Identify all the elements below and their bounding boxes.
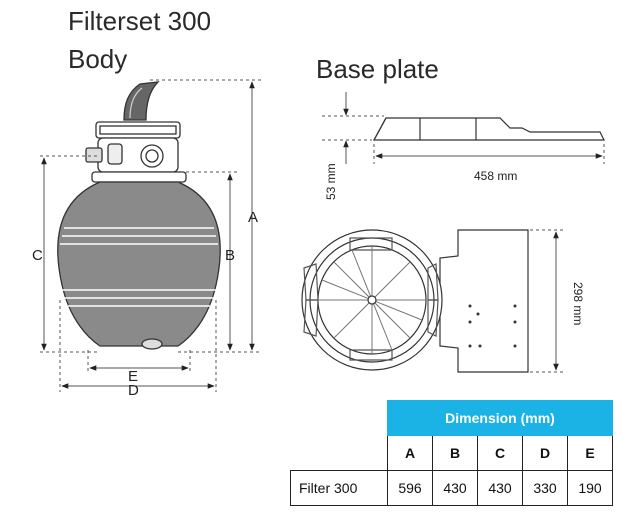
base-plate-side-dimensions: [322, 92, 605, 164]
table-corner-2: [291, 436, 388, 471]
label-d: D: [128, 382, 139, 399]
value-e: 190: [567, 470, 613, 506]
value-d: 330: [522, 470, 568, 506]
base-height-label: 53 mm: [324, 163, 338, 200]
base-plate-title: Base plate: [316, 54, 439, 84]
value-c: 430: [477, 470, 523, 506]
value-a: 596: [387, 470, 433, 506]
body-dimension-lines: [40, 79, 262, 392]
value-b: 430: [432, 470, 478, 506]
column-c: C: [477, 435, 523, 471]
filter-body-drawing: [57, 81, 221, 350]
label-c: C: [32, 247, 43, 264]
table-corner: [291, 401, 388, 436]
base-plate-side-view: [372, 117, 605, 141]
dimension-table: Dimension (mm) A B C D E Filter 300 596 …: [290, 400, 613, 506]
base-length-label: 458 mm: [474, 169, 517, 183]
column-d: D: [522, 435, 568, 471]
column-e: E: [567, 435, 613, 471]
column-a: A: [387, 435, 433, 471]
base-depth-label: 298 mm: [571, 282, 585, 325]
table-header: Dimension (mm): [387, 400, 613, 436]
label-b: B: [225, 247, 235, 264]
row-label: Filter 300: [290, 470, 388, 506]
product-title: Filterset 300: [68, 6, 212, 36]
label-a: A: [248, 209, 258, 226]
base-plate-top-dimensions: [530, 229, 566, 373]
label-e: E: [128, 368, 138, 385]
table-row: Filter 300 596 430 430 330 190: [290, 470, 613, 506]
base-plate-top-view: [301, 229, 529, 373]
column-b: B: [432, 435, 478, 471]
body-subtitle: Body: [68, 44, 128, 74]
